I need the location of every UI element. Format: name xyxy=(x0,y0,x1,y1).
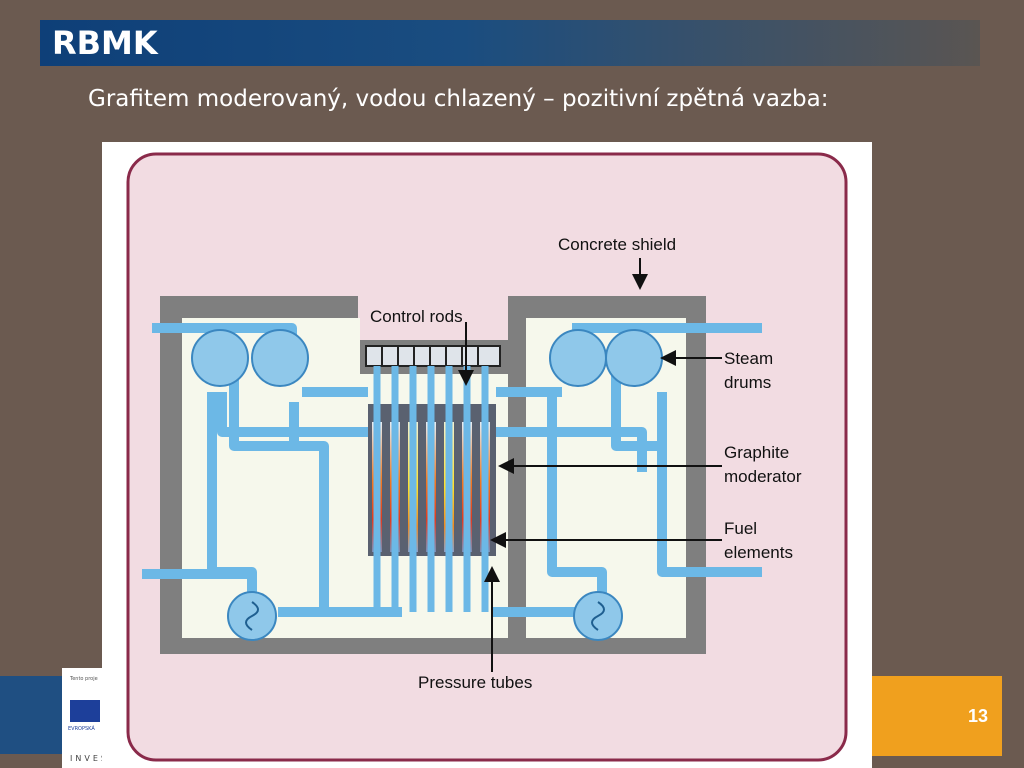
slide-title: RBMK xyxy=(52,24,158,62)
label-concrete-shield: Concrete shield xyxy=(558,235,676,254)
slide-subtitle: Grafitem moderovaný, vodou chlazený – po… xyxy=(88,86,829,112)
label-steam-1: Steam xyxy=(724,349,773,368)
rbmk-diagram: Concrete shield Control rods Steam drums… xyxy=(102,142,872,768)
footer-orange-block: 13 xyxy=(872,676,1002,756)
label-fuel-2: elements xyxy=(724,543,793,562)
label-fuel-1: Fuel xyxy=(724,519,757,538)
pump-impellers xyxy=(245,601,605,631)
invest-text: INVES xyxy=(70,754,109,763)
title-bar: RBMK xyxy=(40,20,980,66)
eu-flag-icon xyxy=(70,700,100,722)
control-rods xyxy=(365,345,501,367)
eu-label: EVROPSKÁ xyxy=(68,726,95,732)
control-rod-dividers xyxy=(381,346,479,366)
page-number: 13 xyxy=(967,706,988,726)
label-steam-2: drums xyxy=(724,373,771,392)
label-pressure-tubes: Pressure tubes xyxy=(418,673,532,692)
label-control-rods: Control rods xyxy=(370,307,463,326)
eu-project-text: Tento proje xyxy=(70,676,98,682)
rbmk-diagram-svg: Concrete shield Control rods Steam drums… xyxy=(126,152,848,762)
pointer-arrows xyxy=(458,258,722,672)
footer-blue-block xyxy=(0,676,62,754)
steam-drums xyxy=(191,329,663,387)
pressure-tubes xyxy=(373,366,489,612)
label-graphite-1: Graphite xyxy=(724,443,789,462)
label-graphite-2: moderator xyxy=(724,467,802,486)
